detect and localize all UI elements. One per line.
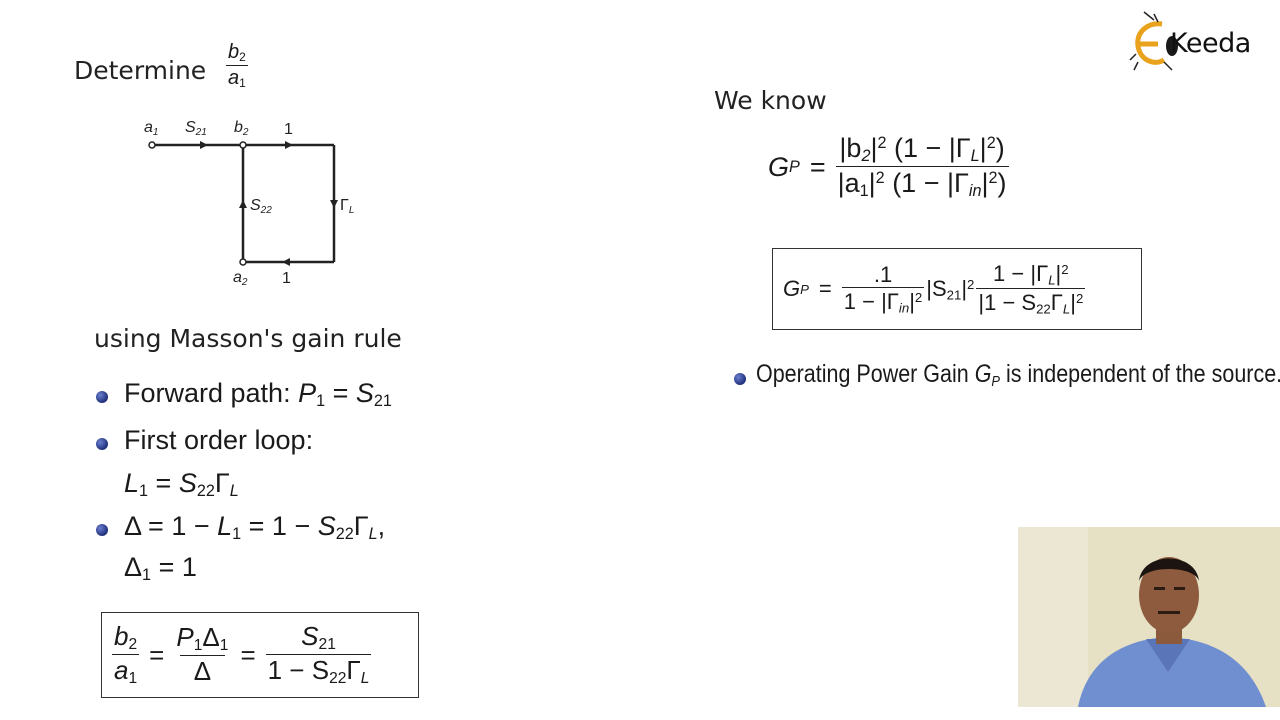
lhs-fraction: b2 a1 <box>112 620 140 687</box>
logo-brand-text: Keeda <box>1170 28 1251 59</box>
math-sub: 22 <box>196 482 215 501</box>
delta-text: = 1 <box>151 552 197 582</box>
equals-sign: = <box>240 639 256 670</box>
target-den-sub: 1 <box>239 75 246 90</box>
math-sub: P <box>789 157 800 176</box>
math-g: G <box>768 151 790 182</box>
delta1-equation: Δ1 = 1 <box>124 552 197 585</box>
gp-fraction-a: .1 1 − |Γin|2 <box>841 261 925 316</box>
gp-fraction-b: 1 − |ΓL|2 |1 − S22ΓL|2 <box>976 260 1086 317</box>
bullet-dot <box>96 438 108 450</box>
math-p: P <box>298 378 317 408</box>
independence-note: Operating Power Gain GP is independent o… <box>756 360 1280 390</box>
branch-label-bottom-1: 1 <box>282 270 291 287</box>
equals-sign: = <box>809 151 826 182</box>
node-label-a2: a2 <box>233 269 248 288</box>
gp-fraction-1: |b2|2 (1 − |ΓL|2) |a1|2 (1 − |Γin|2) <box>835 133 1009 201</box>
arrow-gamma <box>330 200 338 208</box>
mid-fraction: P1Δ1 Δ <box>176 622 229 687</box>
node-a1 <box>148 141 156 149</box>
target-fraction: b2 a1 <box>226 42 248 89</box>
branch-label-top-1: 1 <box>284 121 293 138</box>
math-sub: 1 <box>142 566 152 585</box>
math-sub: 21 <box>373 392 392 411</box>
math-sub: 22 <box>335 525 354 544</box>
math-sub: 1 <box>316 392 326 411</box>
equals-sign: = <box>149 639 165 670</box>
bullet-dot <box>96 391 108 403</box>
comma: , <box>377 511 386 541</box>
math-sub: L <box>368 525 378 544</box>
bullet-first-order-loop: First order loop: <box>124 425 313 456</box>
s21-magnitude: |S21|2 <box>926 275 975 303</box>
target-num: b <box>228 41 240 63</box>
bullet-text: Forward path: <box>124 378 299 408</box>
math-g: G <box>783 276 801 301</box>
method-label: using Masson's gain rule <box>94 324 402 353</box>
branch-label-s21: S21 <box>185 119 207 138</box>
equals-sign: = <box>818 276 832 301</box>
math-sub: 1 <box>232 525 242 544</box>
bullet-dot <box>96 524 108 536</box>
arrow-top-1 <box>285 141 293 149</box>
bullet-dot <box>734 373 746 385</box>
rhs-fraction: S21 1 − S22ΓL <box>265 620 372 687</box>
math-l: L <box>217 511 233 541</box>
loop-equation: L1 = S22ΓL <box>124 468 239 501</box>
math-s: S <box>355 378 374 408</box>
math-sub: P <box>800 281 809 297</box>
node-label-a1: a1 <box>144 119 158 138</box>
result-box: b2 a1 = P1Δ1 Δ = S21 1 − S22ΓL <box>101 612 419 698</box>
delta-text: = 1 − <box>241 511 318 541</box>
presenter-webcam <box>1018 527 1280 707</box>
signal-flow-graph: a1 b2 a2 S21 1 S22 ΓL 1 <box>144 119 354 288</box>
math-sub: 1 <box>139 482 149 501</box>
math-s: S <box>317 511 336 541</box>
math-s: S <box>178 468 197 498</box>
we-know-label: We know <box>714 86 827 115</box>
target-num-sub: 2 <box>239 50 246 64</box>
node-b2 <box>239 141 247 149</box>
math-gamma: Γ <box>353 511 369 541</box>
math-sub: L <box>229 482 239 501</box>
node-a2 <box>239 258 247 266</box>
branch-label-s22: S22 <box>250 197 272 216</box>
arrow-s22 <box>239 200 247 208</box>
arrow-bottom-1 <box>282 258 290 266</box>
bullet-forward-path: Forward path: P1 = S21 <box>124 378 392 411</box>
branch-label-gamma: ΓL <box>340 197 354 216</box>
bullet-text: First order loop: <box>124 425 314 455</box>
node-label-b2: b2 <box>234 119 249 138</box>
delta-text: Δ = 1 − <box>124 511 218 541</box>
target-den: a <box>228 66 240 89</box>
ekeeda-logo: Keeda <box>1128 10 1268 76</box>
math-gamma: Γ <box>214 468 230 498</box>
presenter-image <box>1018 527 1280 707</box>
math-l: L <box>124 468 140 498</box>
bullet-delta: Δ = 1 − L1 = 1 − S22ΓL, <box>124 511 385 544</box>
determine-label: Determine <box>74 56 207 85</box>
math-delta: Δ <box>124 552 143 582</box>
logo-bug-icon <box>1129 11 1178 71</box>
arrow-s21 <box>200 141 208 149</box>
